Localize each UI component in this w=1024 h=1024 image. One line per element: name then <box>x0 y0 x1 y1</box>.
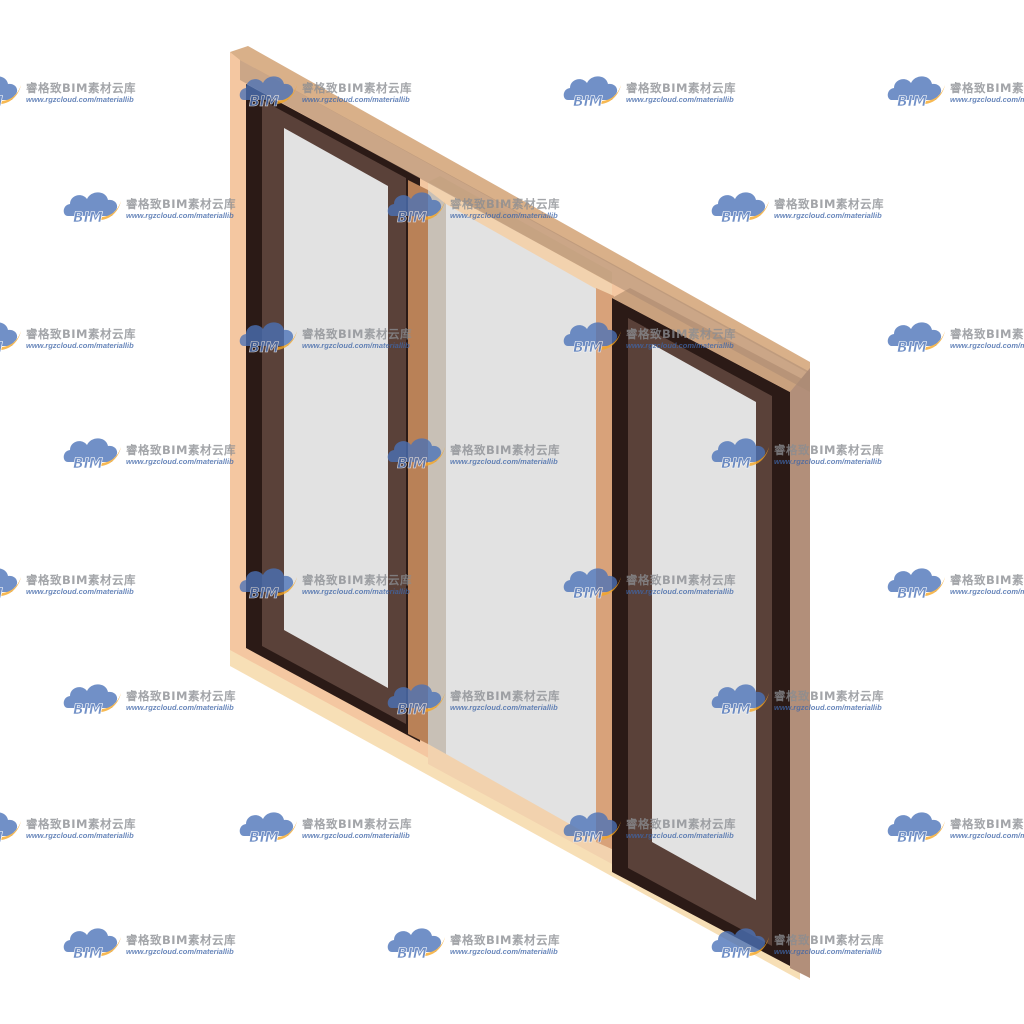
frame-right-side <box>790 368 810 978</box>
frame-top-edge <box>230 46 810 374</box>
frame-bottom-edge <box>230 650 800 980</box>
window-model-icon <box>230 46 810 980</box>
center-pane-left-shade <box>428 190 446 754</box>
left-sash-glass <box>284 128 388 688</box>
mullion-right <box>596 288 614 850</box>
mullion-left <box>408 180 428 744</box>
center-pane-glass <box>446 204 598 840</box>
right-sash-top <box>612 288 808 392</box>
frame-top-overlay <box>240 60 810 392</box>
right-sash-glass <box>652 344 756 900</box>
